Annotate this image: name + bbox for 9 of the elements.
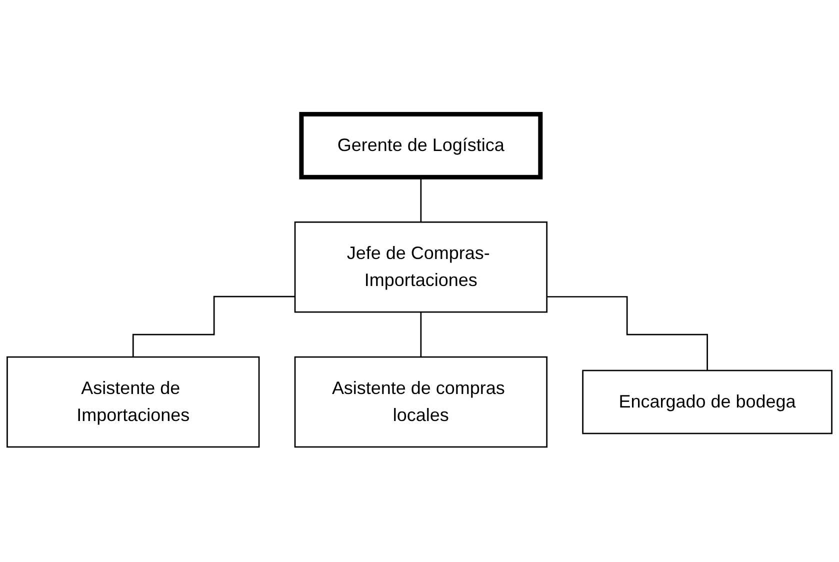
connector — [420, 176, 422, 224]
node-box: Encargado de bodega — [582, 370, 832, 435]
node-box: Gerente de Logística — [299, 112, 543, 180]
node-box: Asistente de Importaciones — [6, 356, 260, 448]
connector — [420, 312, 422, 358]
connector — [546, 296, 708, 372]
node-box: Asistente de compras locales — [294, 356, 548, 448]
connector — [132, 296, 295, 358]
node-box: Jefe de Compras- Importaciones — [294, 222, 548, 314]
